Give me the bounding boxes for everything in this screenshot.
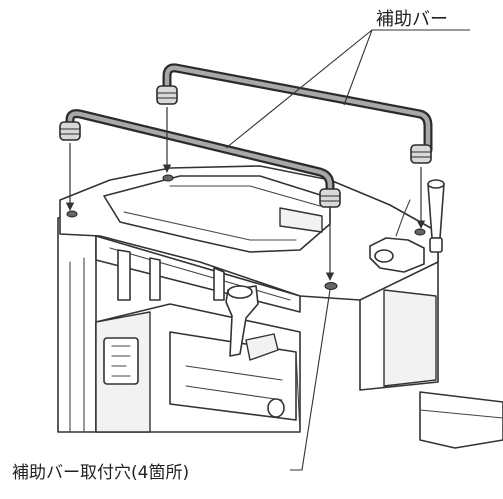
aux-bar-back <box>156 63 433 164</box>
bar-end-cap <box>319 188 341 208</box>
aux-bar-label: 補助バー <box>376 9 448 30</box>
handle <box>427 179 445 253</box>
bar-end-cap <box>59 121 81 141</box>
bar-end-cap <box>156 85 178 105</box>
insertion-arrows <box>65 107 426 281</box>
bar-end-cap <box>410 144 432 164</box>
planer-body <box>57 165 439 433</box>
mounting-holes-label: 補助バー取付穴(4箇所) <box>12 463 189 483</box>
mounting-hole-left-back <box>162 174 174 182</box>
leader-lines <box>225 29 470 471</box>
base-plate <box>419 391 503 449</box>
motor-unit <box>95 285 301 433</box>
aux-bar-front <box>59 109 341 208</box>
mounting-hole-right-front <box>324 282 338 290</box>
mounting-hole-right-back <box>414 228 426 236</box>
mounting-holes <box>66 174 426 290</box>
mounting-hole-left-front <box>66 210 78 218</box>
